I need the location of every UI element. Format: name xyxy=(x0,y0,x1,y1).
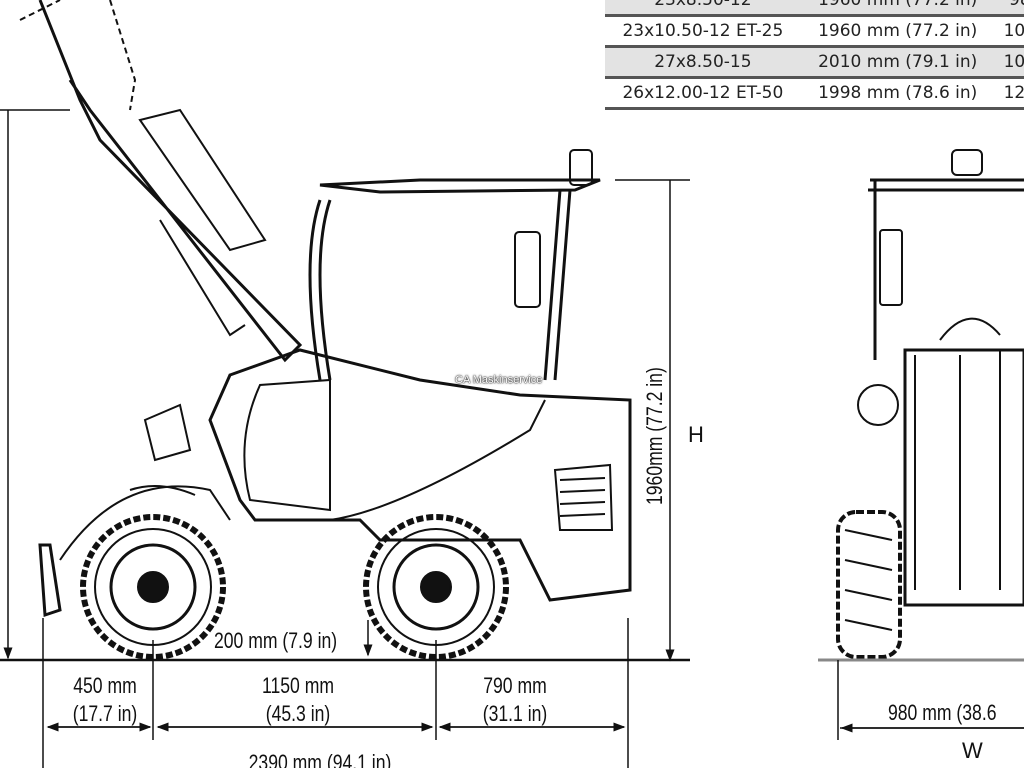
height-dimension-label: 1960mm (77.2 in) xyxy=(643,367,667,505)
width-dimension-label: 980 mm (38.6 xyxy=(888,701,996,725)
tire-size: 23x8.50-12 xyxy=(605,0,801,17)
tire-extra: 98 xyxy=(994,0,1024,17)
tire-extra: 120 xyxy=(994,77,1024,110)
wheelbase-mm: 1150 mm xyxy=(262,674,334,698)
tire-height: 2010 mm (79.1 in) xyxy=(800,46,995,79)
ground-clearance-label: 200 mm (7.9 in) xyxy=(214,629,337,653)
front-view-loader xyxy=(836,149,1024,659)
rear-overhang-in: (31.1 in) xyxy=(483,702,548,726)
front-overhang-mm: 450 mm xyxy=(73,674,137,698)
tire-extra: 109 xyxy=(994,15,1024,48)
total-length-label: 2390 mm (94.1 in) xyxy=(249,751,392,768)
rear-overhang-mm: 790 mm xyxy=(483,674,547,698)
side-view-loader xyxy=(19,0,632,618)
rear-wheel xyxy=(363,514,509,660)
front-overhang-in: (17.7 in) xyxy=(73,702,138,726)
tire-size: 23x10.50-12 ET-25 xyxy=(605,15,801,48)
tire-size: 27x8.50-15 xyxy=(605,46,801,79)
width-symbol: W xyxy=(962,738,983,763)
tire-size: 26x12.00-12 ET-50 xyxy=(605,77,801,110)
tire-height: 1960 mm (77.2 in) xyxy=(800,0,995,17)
tire-extra: 100 xyxy=(994,46,1024,79)
tire-height: 1960 mm (77.2 in) xyxy=(800,15,995,48)
tire-height: 1998 mm (78.6 in) xyxy=(800,77,995,110)
wheelbase-in: (45.3 in) xyxy=(266,702,331,726)
height-symbol: H xyxy=(688,422,704,447)
watermark: CA Maskinservice xyxy=(455,374,543,386)
front-wheel xyxy=(80,514,226,660)
dimension-lines xyxy=(0,109,1024,768)
